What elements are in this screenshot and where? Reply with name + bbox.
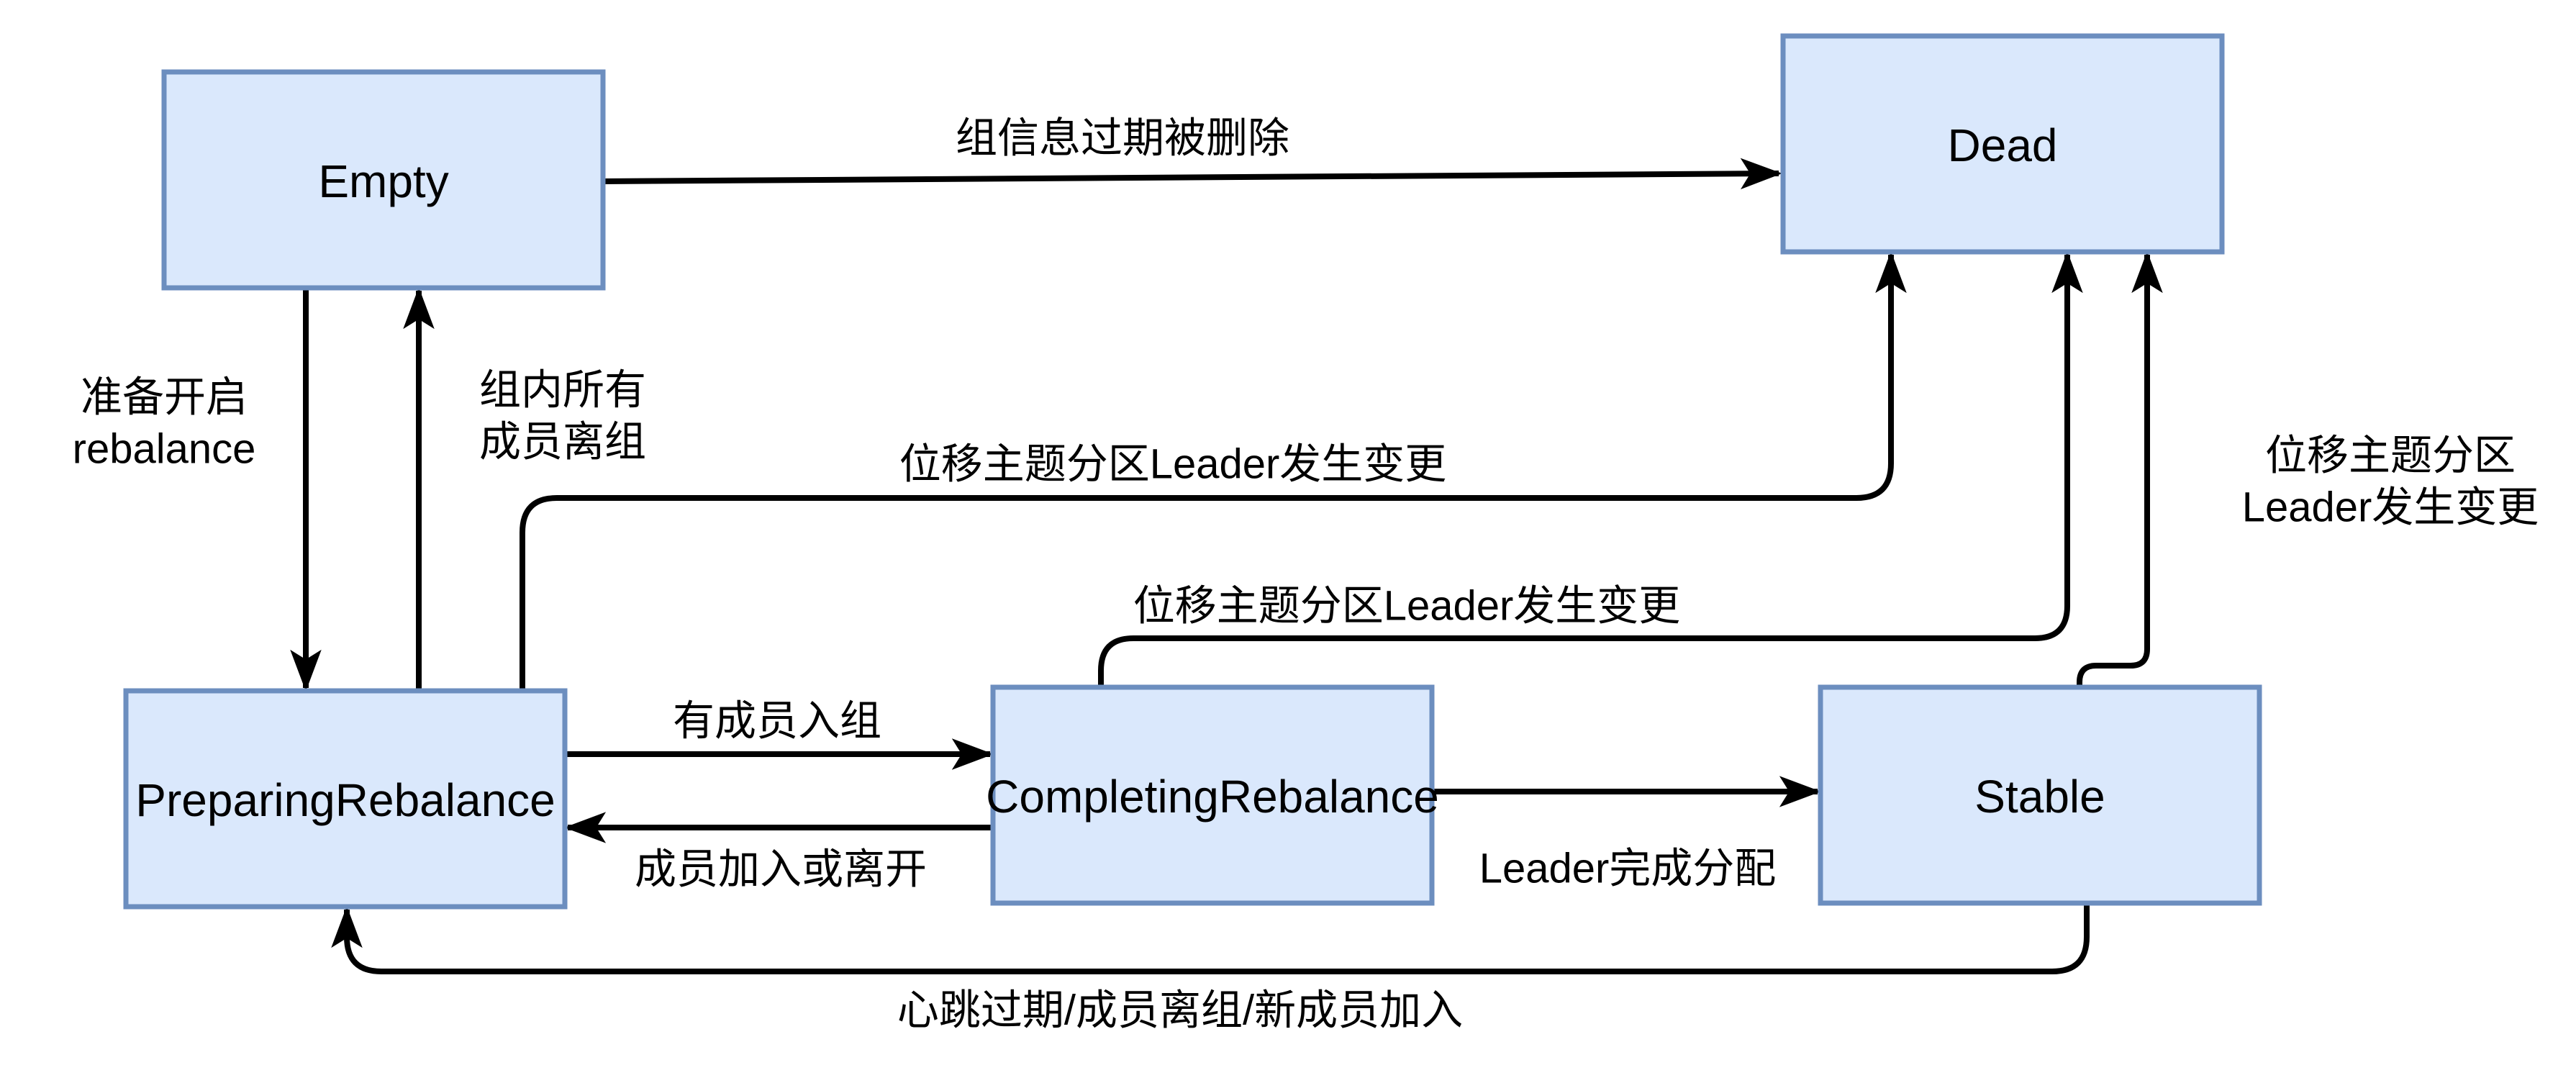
node-stable: Stable [1818, 684, 2262, 906]
node-completing-rebalance-label: CompletingRebalance [986, 771, 1439, 823]
edge-label-completing-to-stable: Leader完成分配 [1479, 846, 1777, 892]
edge-label-empty-to-preparing-line2: rebalance [73, 426, 256, 473]
node-preparing-rebalance-box [123, 688, 568, 910]
node-preparing-rebalance: PreparingRebalance [123, 688, 568, 910]
edge-label-completing-to-preparing: 成员加入或离开 [635, 846, 927, 893]
edge-stable-to-preparing [331, 903, 2090, 974]
edge-labels-layer: 组信息过期被删除 准备开启 rebalance 组内所有 成员离组 位移主题分区… [73, 115, 2539, 1034]
node-completing-rebalance-box [990, 684, 1435, 906]
edge-label-preparing-to-dead: 位移主题分区Leader发生变更 [899, 441, 1447, 488]
edge-label-empty-to-dead: 组信息过期被删除 [956, 115, 1289, 162]
edge-label-stable-to-dead-line1: 位移主题分区 [2265, 432, 2516, 479]
edge-completing-to-dead [1098, 251, 2083, 687]
edge-label-completing-to-dead: 位移主题分区Leader发生变更 [1133, 583, 1681, 630]
node-preparing-rebalance-label: PreparingRebalance [135, 774, 555, 826]
node-empty-box [161, 69, 606, 291]
edge-preparing-to-dead [520, 251, 1907, 691]
node-stable-box [1818, 684, 2262, 906]
edge-label-preparing-to-completing: 有成员入组 [673, 698, 881, 745]
edges-layer [290, 158, 2163, 974]
node-stable-label: Stable [1974, 771, 2105, 823]
edge-empty-to-dead [602, 158, 1782, 190]
node-empty: Empty [161, 69, 606, 291]
node-dead: Dead [1780, 33, 2225, 255]
edge-label-preparing-to-empty-line2: 成员离组 [479, 419, 646, 466]
edge-label-stable-to-dead-line2: Leader发生变更 [2242, 484, 2539, 531]
edge-label-stable-to-preparing: 心跳过期/成员离组/新成员加入 [897, 987, 1463, 1034]
nodes-layer: Empty Dead PreparingRebalance Completing… [123, 33, 2262, 910]
node-empty-label: Empty [318, 155, 448, 207]
edge-stable-to-dead [2077, 251, 2163, 687]
node-completing-rebalance: CompletingRebalance [986, 684, 1439, 906]
edge-label-empty-to-preparing-line1: 准备开启 [81, 374, 248, 421]
edge-label-preparing-to-empty-line1: 组内所有 [479, 367, 646, 414]
node-dead-label: Dead [1948, 119, 2058, 171]
node-dead-box [1780, 33, 2225, 255]
